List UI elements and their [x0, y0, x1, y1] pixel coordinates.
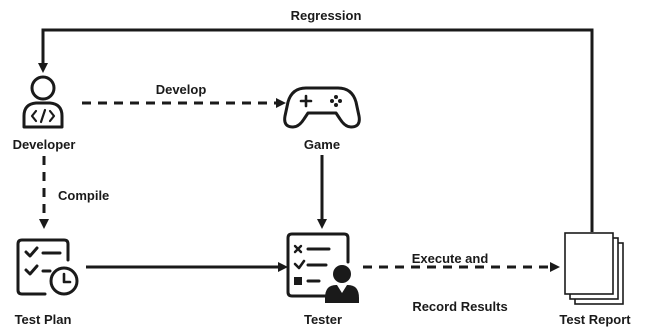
test-plan-label: Test Plan — [15, 312, 72, 327]
checklist-clock-icon — [16, 238, 79, 296]
compile-label: Compile — [58, 188, 109, 203]
execute-label-line2: Record Results — [412, 299, 507, 314]
execute-label-line1: Execute and — [412, 251, 489, 266]
tester-label: Tester — [304, 312, 342, 327]
develop-label: Develop — [156, 82, 207, 97]
document-stack-icon — [564, 232, 624, 305]
developer-code-icon — [22, 75, 64, 129]
test-report-label: Test Report — [559, 312, 631, 327]
game-label: Game — [304, 137, 340, 152]
regression-edge — [38, 28, 594, 232]
checklist-person-icon — [286, 232, 359, 303]
regression-label: Regression — [291, 8, 362, 23]
developer-label: Developer — [13, 137, 76, 152]
gamepad-icon — [283, 86, 361, 129]
